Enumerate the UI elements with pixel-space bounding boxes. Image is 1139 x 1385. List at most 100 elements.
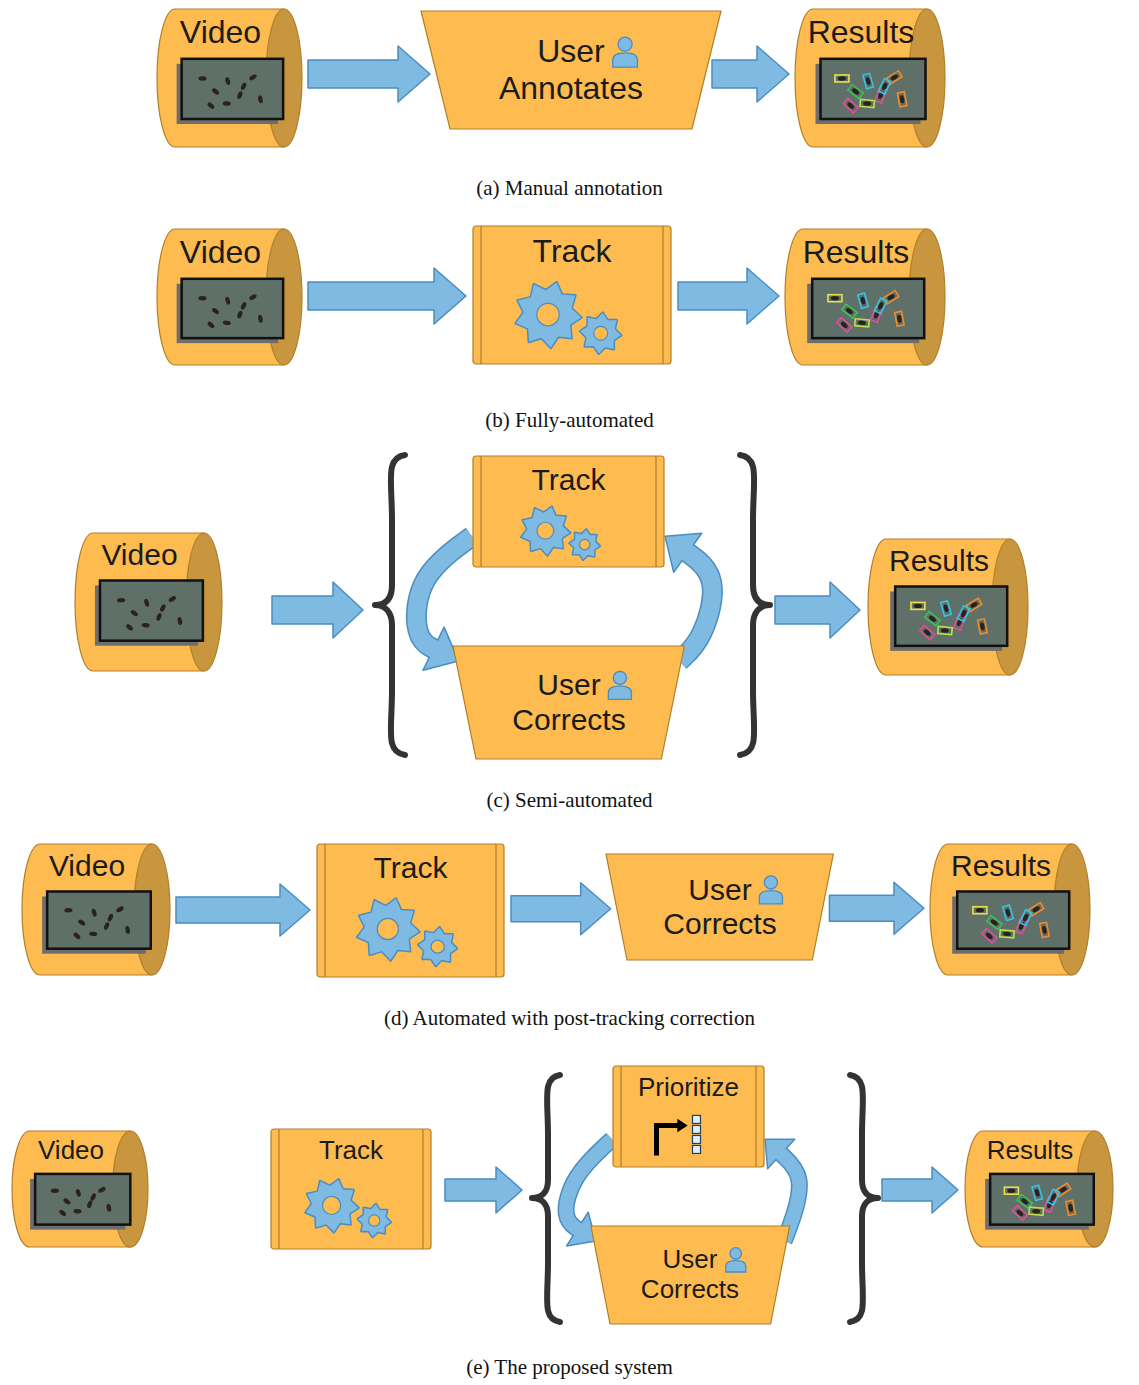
curly-brace: [740, 455, 770, 755]
connector-arrow: [829, 882, 924, 934]
figure-caption: (a) Manual annotation: [0, 175, 1139, 201]
ant-speck: [240, 82, 247, 91]
ant-speck: [142, 623, 150, 628]
data-store-cylinder: Video: [12, 1130, 148, 1248]
gear-icon: [580, 312, 622, 354]
box-side-rule: [655, 456, 656, 567]
track-box: [848, 84, 863, 98]
track-box: [843, 98, 858, 113]
ant-speck: [211, 87, 220, 95]
cylinder-body: [22, 844, 152, 975]
gear-hole: [431, 940, 444, 953]
cylinder-body: [75, 533, 204, 671]
box-outline: [473, 456, 664, 567]
box-side-rule: [422, 1129, 423, 1249]
ant-speck: [89, 1193, 96, 1202]
video-thumbnail: [895, 587, 1007, 646]
video-thumbnail: [812, 279, 924, 338]
node-label: Video: [101, 538, 177, 573]
connector-arrow: [176, 884, 310, 936]
node-label: User Corrects: [663, 873, 776, 942]
curly-brace: [850, 1075, 878, 1322]
ant-speck: [248, 73, 257, 81]
ant-speck: [923, 628, 932, 637]
ant-speck: [97, 1186, 106, 1194]
track-box: [1032, 1185, 1043, 1200]
video-thumbnail: [182, 59, 284, 119]
data-store-cylinder: Results: [785, 228, 945, 366]
connector-arrow: [665, 533, 712, 661]
connector-arrow: [712, 46, 789, 102]
user-icon-body: [609, 686, 632, 699]
ant-speck: [838, 76, 846, 80]
gear-hole: [322, 1196, 340, 1214]
video-thumbnail: [957, 892, 1069, 949]
gear-icon: [357, 1204, 391, 1238]
ant-speck: [106, 1203, 112, 1212]
ant-speck: [73, 1209, 81, 1214]
ant-speck: [73, 932, 82, 941]
box-side-rule: [278, 1129, 279, 1249]
ant-speck: [1032, 1209, 1040, 1214]
video-thumbnail: [100, 581, 203, 641]
ant-speck: [206, 321, 215, 330]
ant-speck: [846, 101, 855, 110]
ant-speck: [248, 293, 257, 301]
block-arrow: [511, 883, 611, 935]
user-icon-head: [614, 671, 627, 684]
ant-speck: [1016, 1209, 1025, 1218]
connector-arrow: [511, 883, 611, 935]
ant-speck: [103, 921, 110, 930]
curly-brace: [375, 455, 405, 755]
node-label: User Annotates: [499, 33, 643, 107]
ant-speck: [831, 296, 839, 300]
user-icon-head: [618, 37, 632, 51]
track-box: [858, 293, 869, 308]
ant-speck: [198, 296, 206, 300]
node-label: Video: [180, 234, 261, 271]
ant-speck: [258, 95, 264, 104]
track-box: [1040, 922, 1050, 937]
gear-hole: [579, 539, 589, 549]
ant-speck: [107, 913, 114, 922]
track-box: [835, 75, 849, 82]
list-item-icon: [693, 1115, 701, 1123]
node-label: Track: [374, 851, 448, 886]
box-outline: [473, 226, 671, 364]
process-box: Track: [472, 225, 672, 365]
ant-speck: [115, 905, 124, 913]
data-store-cylinder: Results: [868, 538, 1028, 676]
node-label: Video: [180, 14, 261, 51]
track-box: [987, 916, 1002, 930]
ant-speck: [168, 595, 177, 603]
track-box: [938, 626, 953, 634]
manual-step-trapezoid: User Corrects: [605, 853, 834, 961]
ant-speck: [89, 931, 97, 936]
node-label: Results: [808, 14, 915, 51]
priority-arrow: [657, 1125, 679, 1155]
process-box: Track: [270, 1128, 432, 1250]
track-box: [1047, 1189, 1059, 1205]
cylinder-body: [795, 9, 927, 147]
box-side-rule: [495, 844, 496, 977]
ant-speck: [236, 91, 243, 100]
process-box: Prioritize: [612, 1065, 765, 1168]
ant-speck: [58, 1209, 67, 1218]
curved-arrow-outline: [679, 552, 712, 661]
ant-speck: [211, 307, 220, 315]
manual-step-trapezoid: User Annotates: [420, 10, 722, 130]
list-item-icon: [693, 1145, 701, 1153]
box-side-rule: [324, 844, 325, 977]
gear-icon: [357, 898, 420, 961]
track-box: [920, 625, 935, 640]
data-store-cylinder: Results: [965, 1130, 1113, 1248]
process-box: Track: [316, 843, 505, 978]
ant-speck: [77, 918, 86, 926]
track-box: [1000, 930, 1015, 938]
priority-arrowhead: [677, 1119, 687, 1133]
track-box: [1029, 1207, 1044, 1215]
video-thumbnail: [182, 279, 284, 338]
ant-speck: [159, 603, 166, 612]
ant-speck: [86, 1200, 93, 1209]
track-box: [828, 295, 842, 302]
